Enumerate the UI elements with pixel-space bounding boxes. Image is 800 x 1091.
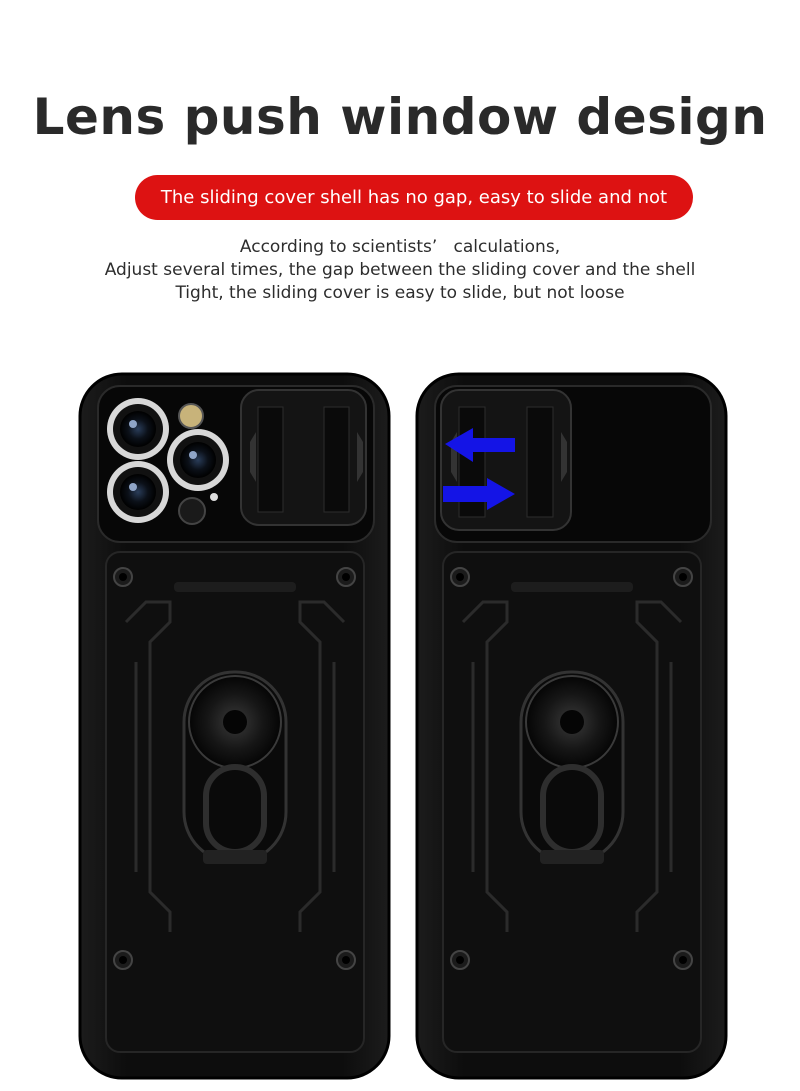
description-line-3: Tight, the sliding cover is easy to slid… <box>175 283 625 303</box>
camera-lens-icon <box>167 429 229 491</box>
phone-case-cover-closed <box>415 372 728 1080</box>
description: According to scientists’ calculations, A… <box>0 236 800 305</box>
camera-lens-icon <box>107 398 169 460</box>
description-line-2: Adjust several times, the gap between th… <box>104 260 696 280</box>
camera-slide-cover <box>240 389 367 526</box>
phone-case-cover-open <box>78 372 391 1080</box>
description-line-1: According to scientists’ calculations, <box>239 237 561 257</box>
right-arrow-icon <box>443 478 515 510</box>
ring-holder-icon <box>519 670 625 864</box>
flash-icon <box>178 403 204 429</box>
ring-holder-icon <box>182 670 288 864</box>
feature-banner: The sliding cover shell has no gap, easy… <box>135 175 693 253</box>
left-arrow-icon <box>445 428 515 462</box>
camera-slide-cover <box>440 389 572 531</box>
headline: Lens push window design <box>32 88 768 146</box>
camera-lens-icon <box>107 461 169 523</box>
